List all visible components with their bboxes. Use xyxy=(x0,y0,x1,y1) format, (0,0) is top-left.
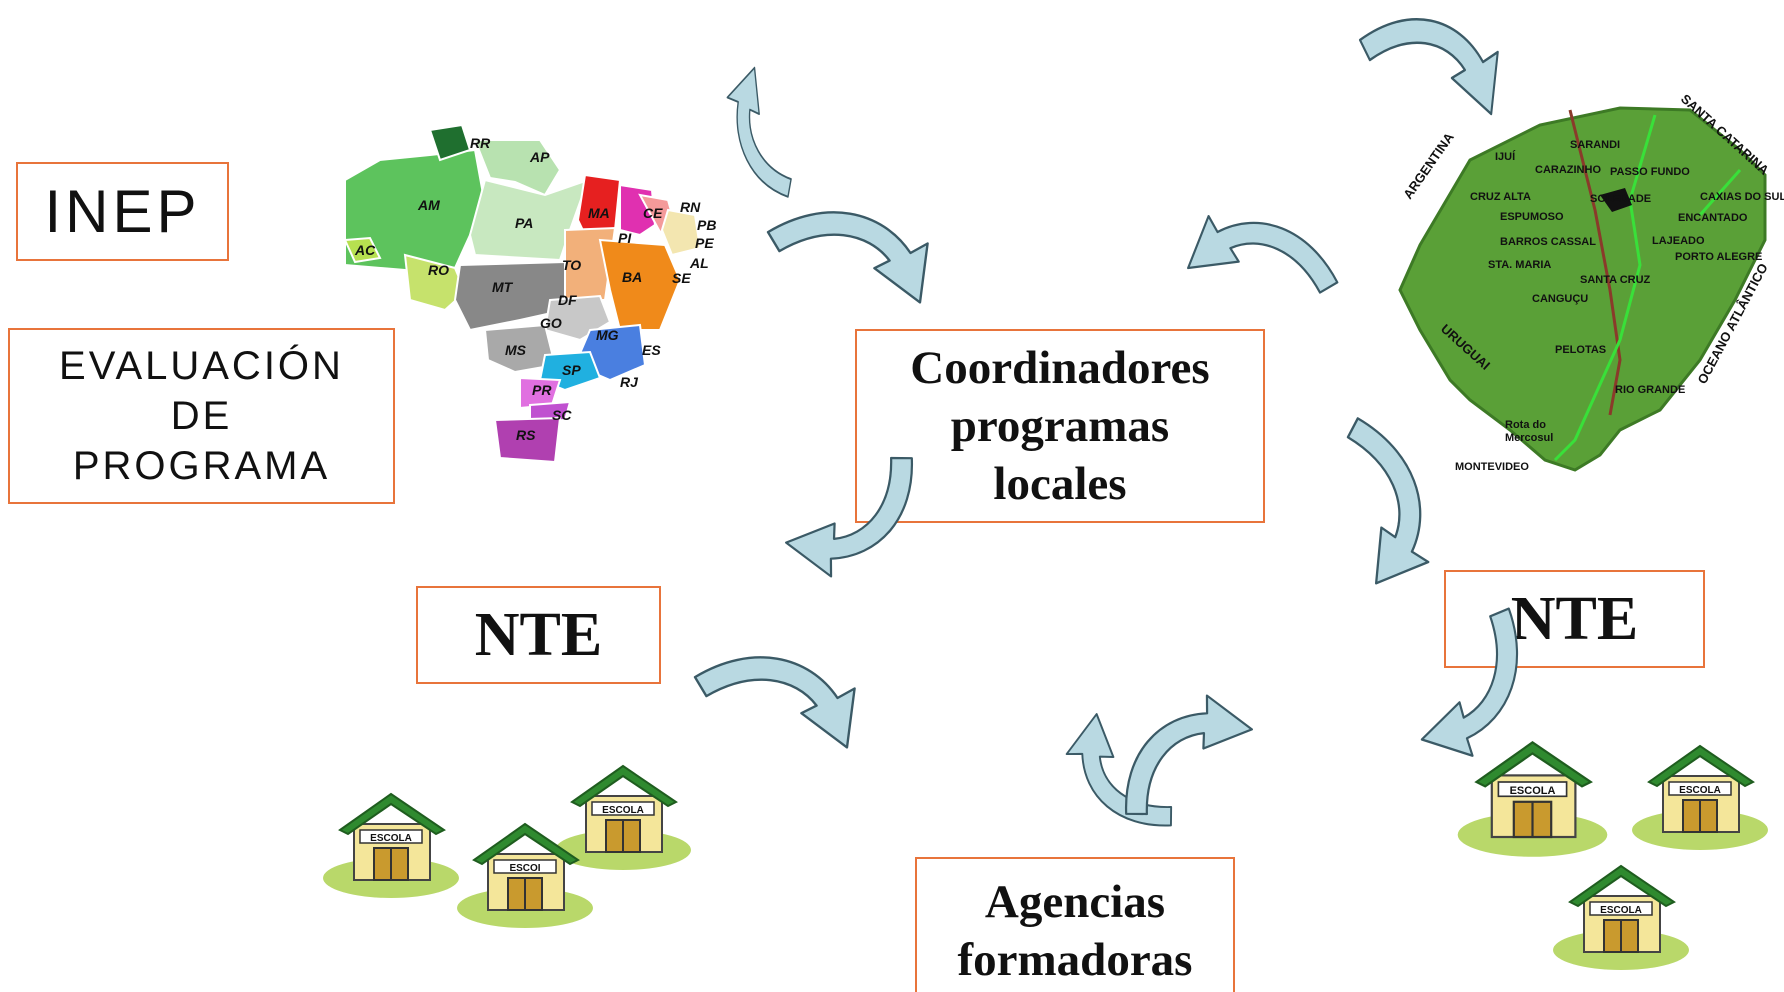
inep-label: INEP xyxy=(44,178,201,245)
evaluacion-programa-box: EVALUACIÓN DE PROGRAMA xyxy=(8,328,395,504)
agencias-box: Agencias formadoras xyxy=(915,857,1235,992)
city-label: SARANDI xyxy=(1570,139,1620,151)
city-label: PORTO ALEGRE xyxy=(1675,251,1762,263)
state-label: MS xyxy=(505,342,527,358)
school-icon: ESCOLA xyxy=(1456,741,1609,858)
state-label: TO xyxy=(562,257,581,273)
evaluacion-label: EVALUACIÓN DE PROGRAMA xyxy=(59,344,344,488)
city-label: CANGUÇU xyxy=(1532,293,1588,305)
route-label: Mercosul xyxy=(1505,432,1553,444)
school-label: ESCOI xyxy=(509,863,540,874)
nte-left-label: NTE xyxy=(474,600,603,669)
rio-grande-do-sul-map: SARANDI IJUÍ CARAZINHO PASSO FUNDO CRUZ … xyxy=(1398,91,1784,473)
arrow-icon xyxy=(766,211,929,304)
state-label: CE xyxy=(643,205,663,221)
arrow-icon xyxy=(781,423,930,593)
state-label: PB xyxy=(697,217,716,233)
route-label: Rota do xyxy=(1505,419,1546,431)
coordinadores-box: Coordinadores programas locales xyxy=(855,329,1265,523)
coordinadores-label: Coordinadores programas locales xyxy=(910,342,1210,510)
city-label: ENCANTADO xyxy=(1678,212,1748,224)
city-label: RIO GRANDE xyxy=(1615,384,1685,396)
state-label: RN xyxy=(680,199,701,215)
state-label: ES xyxy=(642,342,661,358)
city-label: BARROS CASSAL xyxy=(1500,236,1596,248)
state-label: RS xyxy=(516,427,536,443)
school-label: ESCOLA xyxy=(1600,905,1642,916)
school-label: ESCOLA xyxy=(370,833,412,844)
school-icon: ESCOLA xyxy=(1552,865,1690,971)
school-icon: ESCOLA xyxy=(1631,745,1769,851)
state-label: MA xyxy=(588,205,610,221)
state-label: MT xyxy=(492,279,514,295)
school-icon: ESCOLA xyxy=(322,793,460,899)
city-label: SANTA CRUZ xyxy=(1580,274,1651,286)
state-label: SP xyxy=(562,362,581,378)
arrow-icon xyxy=(1419,596,1528,762)
city-label: SOLEDADE xyxy=(1590,193,1651,205)
state-label: AP xyxy=(529,149,550,165)
arrow-icon xyxy=(693,656,856,749)
city-label: IJUÍ xyxy=(1495,150,1516,163)
arrow-icon xyxy=(1358,17,1500,116)
school-icon: ESCOLA xyxy=(554,765,692,871)
city-label: STA. MARIA xyxy=(1488,259,1551,271)
state-label: AC xyxy=(354,242,376,258)
state-label: RR xyxy=(470,135,491,151)
city-label: CAXIAS DO SUL xyxy=(1700,191,1784,203)
state-label: DF xyxy=(558,292,577,308)
nte-right-label: NTE xyxy=(1510,584,1639,653)
city-label: MONTEVIDEO xyxy=(1455,461,1529,473)
state-label: AL xyxy=(689,255,709,271)
state-label: BA xyxy=(622,269,642,285)
state-label: AM xyxy=(417,197,440,213)
state-label: RJ xyxy=(620,374,639,390)
city-label: CARAZINHO xyxy=(1535,164,1601,176)
arrow-icon xyxy=(1108,679,1257,849)
school-label: ESCOLA xyxy=(1510,785,1556,797)
state-label: MG xyxy=(596,327,619,343)
region-label: ARGENTINA xyxy=(1400,129,1457,201)
state-label: GO xyxy=(540,315,562,331)
city-label: LAJEADO xyxy=(1652,235,1705,247)
state-label: SE xyxy=(672,270,691,286)
arrow-icon xyxy=(713,62,818,210)
school-label: ESCOLA xyxy=(602,805,644,816)
nte-left-box: NTE xyxy=(416,586,661,684)
agencias-label: Agencias formadoras xyxy=(957,876,1193,986)
city-label: ESPUMOSO xyxy=(1500,211,1564,223)
arrow-icon xyxy=(1181,189,1348,342)
brazil-map: RR AP AM PA AC RO MA CE RN PB PE PI TO A… xyxy=(343,123,716,464)
state-label: PR xyxy=(532,382,552,398)
state-label: PA xyxy=(515,215,533,231)
city-label: CRUZ ALTA xyxy=(1470,191,1531,203)
state-label: PI xyxy=(618,230,632,246)
city-label: PELOTAS xyxy=(1555,344,1606,356)
arrow-icon xyxy=(1298,407,1455,592)
inep-box: INEP xyxy=(16,162,229,261)
city-label: PASSO FUNDO xyxy=(1610,166,1690,178)
state-label: RO xyxy=(428,262,449,278)
nte-right-box: NTE xyxy=(1444,570,1705,668)
school-label: ESCOLA xyxy=(1679,785,1721,796)
school-icon: ESCOI xyxy=(456,823,594,929)
state-label: PE xyxy=(695,235,714,251)
state-label: SC xyxy=(552,407,572,423)
